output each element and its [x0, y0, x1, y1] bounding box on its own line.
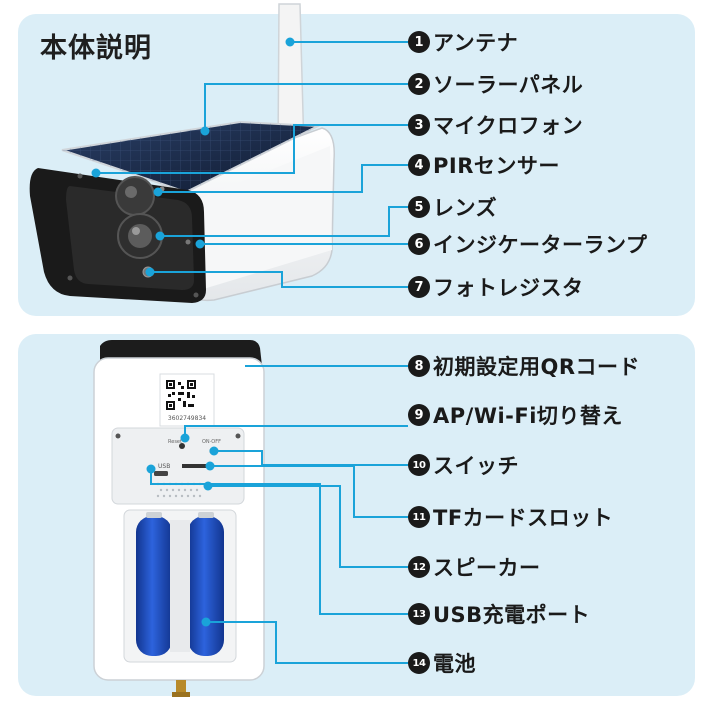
label-indicator-lamp: 6 インジケーターランプ: [408, 227, 647, 261]
label-text: マイクロフォン: [433, 114, 584, 138]
number-badge: 3: [408, 114, 430, 136]
leader-lines: [91, 37, 408, 664]
label-text: AP/Wi-Fi切り替え: [433, 404, 623, 428]
ap-wifi-button: [179, 443, 185, 449]
label-text: アンテナ: [433, 31, 519, 55]
tripod-mount: [176, 680, 186, 694]
number-badge: 12: [408, 556, 430, 578]
onoff-text: ON·OFF: [202, 439, 221, 445]
indicator-lamp: [185, 239, 191, 245]
number-badge: 13: [408, 603, 430, 625]
number-badge: 14: [408, 652, 430, 674]
camera-rear-view: 3602749834 Reset ON·OFF USB: [93, 340, 265, 697]
label-antenna: 1 アンテナ: [408, 25, 518, 59]
number-badge: 5: [408, 196, 430, 218]
leader-line-7: [150, 271, 408, 288]
leader-line-14: [206, 621, 408, 664]
label-text: インジケーターランプ: [433, 233, 648, 257]
number-badge: 8: [408, 355, 430, 377]
label-text: TFカードスロット: [433, 506, 614, 530]
leader-line-11: [210, 465, 408, 518]
leader-line-2: [204, 83, 408, 131]
panel-title: 本体説明: [40, 33, 152, 64]
number-badge: 10: [408, 454, 430, 476]
label-text: PIRセンサー: [433, 154, 560, 178]
label-speaker: 12 スピーカー: [408, 550, 541, 584]
label-microphone: 3 マイクロフォン: [408, 108, 583, 142]
leader-line-3: [96, 124, 408, 174]
label-tf-card-slot: 11 TFカードスロット: [408, 500, 613, 534]
usb-text: USB: [158, 463, 170, 470]
leader-line-13: [150, 469, 408, 615]
label-photoresistor: 7 フォトレジスタ: [408, 270, 584, 304]
label-qr-code: 8 初期設定用QRコード: [408, 349, 640, 383]
label-usb-port: 13 USB充電ポート: [408, 597, 590, 631]
label-text: スイッチ: [433, 454, 519, 478]
reset-text: Reset: [168, 439, 182, 445]
battery-right: [188, 516, 224, 656]
camera-top-view: [29, 3, 335, 303]
label-text: 初期設定用QRコード: [433, 355, 641, 379]
number-badge: 7: [408, 276, 430, 298]
label-text: ソーラーパネル: [433, 73, 584, 97]
label-lens: 5 レンズ: [408, 190, 497, 224]
label-text: USB充電ポート: [433, 603, 591, 627]
label-switch: 10 スイッチ: [408, 448, 519, 482]
label-solar-panel: 2 ソーラーパネル: [408, 67, 583, 101]
number-badge: 6: [408, 233, 430, 255]
label-text: 電池: [433, 652, 476, 676]
leader-line-5: [160, 206, 408, 237]
label-text: レンズ: [433, 196, 498, 220]
number-badge: 11: [408, 506, 430, 528]
number-badge: 2: [408, 73, 430, 95]
label-battery: 14 電池: [408, 646, 476, 680]
leader-line-4: [158, 164, 408, 193]
number-badge: 4: [408, 154, 430, 176]
number-badge: 9: [408, 404, 430, 426]
label-text: フォトレジスタ: [433, 276, 584, 300]
usb-port: [154, 471, 168, 476]
qr-serial: 3602749834: [168, 415, 206, 422]
number-badge: 1: [408, 31, 430, 53]
battery-left: [136, 516, 172, 656]
label-text: スピーカー: [433, 556, 541, 580]
qr-code: [166, 380, 196, 410]
tf-card-slot: [182, 464, 206, 468]
label-ap-wifi: 9 AP/Wi-Fi切り替え: [408, 398, 623, 432]
leader-line-12: [208, 485, 408, 568]
label-pir-sensor: 4 PIRセンサー: [408, 148, 560, 182]
